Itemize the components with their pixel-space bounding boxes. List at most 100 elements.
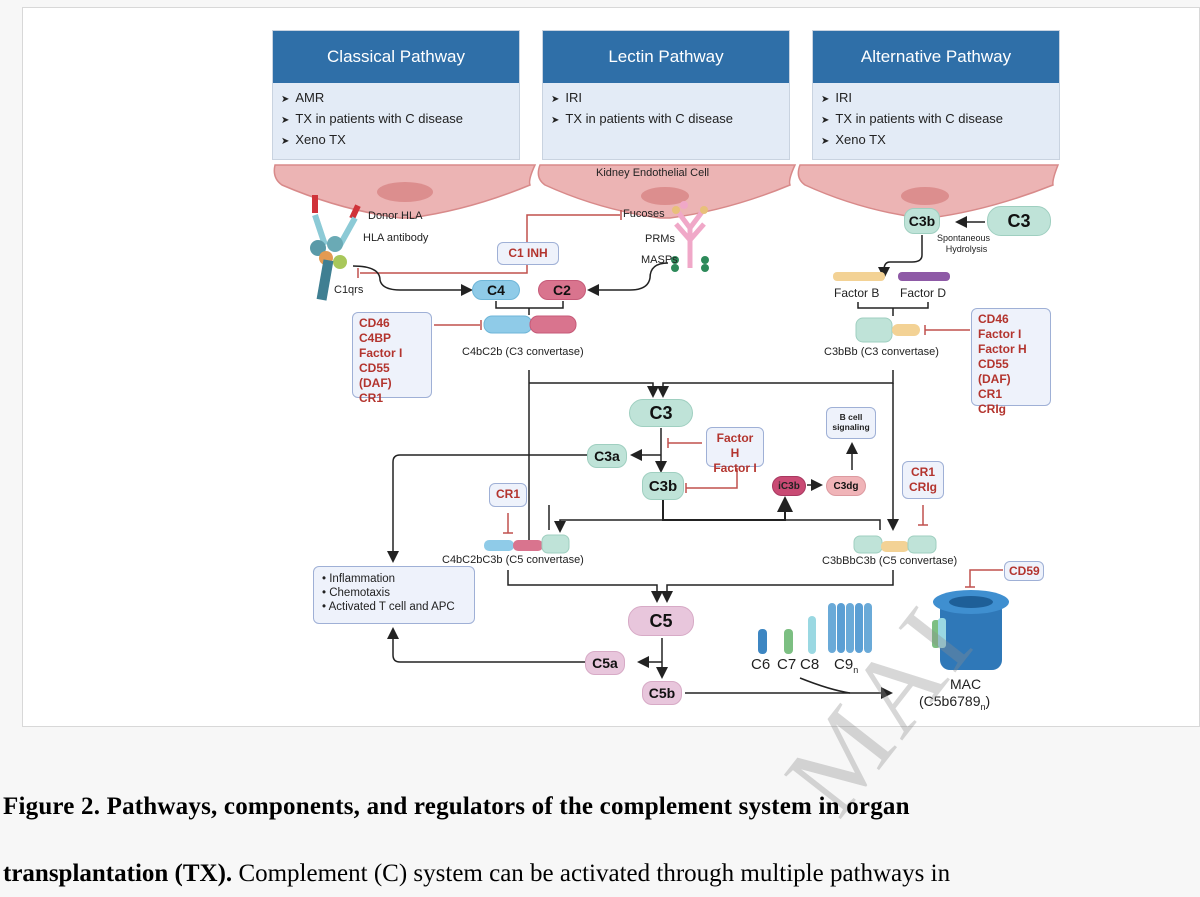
- c3bbb-label: C3bBb (C3 convertase): [824, 346, 939, 358]
- caption-bold-part: transplantation (TX).: [3, 860, 233, 887]
- outcome-item: • Activated T cell and APC: [322, 601, 455, 613]
- regulator-item: Factor H: [978, 342, 1027, 356]
- regulator-item: CR1: [496, 487, 521, 501]
- classical-item: TX in patients with C disease: [281, 108, 519, 129]
- caption-rest: Complement (C) system can be activated t…: [232, 860, 951, 887]
- alternative-pathway-title: Alternative Pathway: [813, 31, 1059, 83]
- alternative-item: Xeno TX: [821, 129, 1059, 150]
- c1qrs-label: C1qrs: [334, 284, 364, 296]
- outcome-text: Inflammation: [329, 573, 396, 585]
- c5b-node: C5b: [642, 681, 682, 705]
- c9-shape: [828, 603, 872, 653]
- mac-close-paren: ): [985, 693, 991, 709]
- c3-node: C3: [629, 399, 693, 427]
- b-cell-signaling-box: B cell signaling: [826, 407, 876, 439]
- prms-label: PRMs: [645, 233, 675, 245]
- regulator-item: CD55 (DAF): [978, 357, 1011, 386]
- c3bbbc3b-label: C3bBbC3b (C5 convertase): [822, 555, 958, 567]
- classical-item: AMR: [281, 87, 519, 108]
- c8-label: C8: [800, 656, 820, 673]
- signaling-text: signaling: [832, 422, 870, 432]
- cr1-regulator-box: CR1: [489, 483, 527, 507]
- outcome-text: Activated T cell and APC: [328, 601, 455, 613]
- mac-formula-label: (C5b6789n): [919, 693, 990, 712]
- c9-subscript: n: [853, 665, 859, 675]
- alt-c3-node: C3: [987, 206, 1051, 236]
- regulator-item: Factor I: [713, 461, 757, 475]
- c2-node: C2: [538, 280, 586, 300]
- c3bbb-convertase-shape: [855, 317, 920, 343]
- c9-text: C9: [834, 656, 854, 673]
- outcomes-box: • Inflammation • Chemotaxis • Activated …: [313, 566, 475, 624]
- spontaneous-hydrolysis-label: Spontaneous Hydrolysis: [937, 233, 990, 255]
- regulator-item: CD46: [978, 312, 1009, 326]
- c6-shape: [758, 629, 767, 654]
- mac-formula-text: (C5b6789: [919, 693, 981, 709]
- regulator-item: CD46: [359, 316, 390, 330]
- c8-shape: [808, 616, 816, 654]
- mac-subscript: n: [980, 701, 986, 712]
- regulator-item: Factor I: [978, 327, 1022, 341]
- cr1-crig-regulators-box: CR1 CRIg: [902, 461, 944, 499]
- c1-inh-regulator: C1 INH: [497, 242, 559, 265]
- c6-label: C6: [751, 656, 771, 673]
- classical-pathway-box: Classical Pathway AMR TX in patients wit…: [272, 30, 520, 160]
- lectin-item: IRI: [551, 87, 789, 108]
- regulator-item: CR1: [359, 391, 384, 405]
- c1-antibody-complex: [310, 195, 361, 301]
- classical-item: Xeno TX: [281, 129, 519, 150]
- c3a-node: C3a: [587, 444, 627, 468]
- outcome-item: • Inflammation: [322, 573, 396, 585]
- mac-label: MAC: [950, 676, 982, 692]
- cd59-regulator-box: CD59: [1004, 561, 1044, 581]
- spontaneous-text: Spontaneous: [937, 233, 991, 243]
- fucoses-label: Fucoses: [623, 208, 665, 220]
- c5-node: C5: [628, 606, 694, 636]
- ic3b-node: iC3b: [772, 476, 806, 496]
- figure-caption-line1: Figure 2. Pathways, components, and regu…: [3, 793, 910, 820]
- hla-antibody-label: HLA antibody: [363, 232, 429, 244]
- c7-shape: [784, 629, 793, 654]
- alternative-item: IRI: [821, 87, 1059, 108]
- factor-h-i-regulators-box: Factor H Factor I: [706, 427, 764, 475]
- factor-b-label: Factor B: [834, 286, 880, 300]
- prm-masp-structure: [671, 201, 709, 272]
- regulator-item: CD55 (DAF): [359, 361, 392, 390]
- classical-pathway-title: Classical Pathway: [273, 31, 519, 83]
- figure-caption-line2: transplantation (TX). Complement (C) sys…: [3, 860, 1200, 888]
- regulator-item: Factor I: [359, 346, 403, 360]
- outcome-item: • Chemotaxis: [322, 587, 390, 599]
- c5a-node: C5a: [585, 651, 625, 675]
- c3bbbc3b-convertase-shape: [853, 535, 937, 554]
- c4bc2bc3b-label: C4bC2bC3b (C5 convertase): [442, 554, 584, 566]
- regulator-item: CR1: [910, 465, 935, 479]
- outcome-text: Chemotaxis: [329, 587, 390, 599]
- c3b-node: C3b: [642, 472, 684, 500]
- c7-label: C7: [777, 656, 797, 673]
- alternative-item: TX in patients with C disease: [821, 108, 1059, 129]
- classical-regulators-box: CD46 C4BP Factor I CD55 (DAF) CR1: [352, 312, 432, 405]
- lectin-pathway-box: Lectin Pathway IRI TX in patients with C…: [542, 30, 790, 160]
- diagram-graphics: [273, 164, 1060, 699]
- b-cell-text: B cell: [839, 412, 863, 422]
- regulator-item: CRIg: [909, 480, 937, 494]
- alternative-regulators-box: CD46 Factor I Factor H CD55 (DAF) CR1 CR…: [971, 308, 1051, 416]
- regulator-item: CD59: [1009, 564, 1040, 578]
- donor-hla-label: Donor HLA: [368, 210, 423, 222]
- c4bc2b-label: C4bC2b (C3 convertase): [462, 346, 584, 358]
- lectin-pathway-title: Lectin Pathway: [543, 31, 789, 83]
- c4bc2bc3b-convertase-shape: [484, 534, 570, 554]
- hydrolysis-text: Hydrolysis: [945, 244, 988, 254]
- endothelial-cell-middle: [537, 164, 797, 219]
- regulator-item: CR1: [978, 387, 1003, 401]
- lectin-item: TX in patients with C disease: [551, 108, 789, 129]
- alt-c3b-node: C3b: [904, 208, 940, 234]
- regulator-item: Factor H: [716, 431, 754, 460]
- regulator-item: CRIg: [978, 402, 1006, 416]
- alternative-pathway-box: Alternative Pathway IRI TX in patients w…: [812, 30, 1060, 160]
- factor-d-label: Factor D: [900, 286, 947, 300]
- endothelial-cell-left: [273, 164, 537, 219]
- c4-node: C4: [472, 280, 520, 300]
- c9n-label: C9n: [834, 656, 858, 675]
- regulator-item: C4BP: [359, 331, 392, 345]
